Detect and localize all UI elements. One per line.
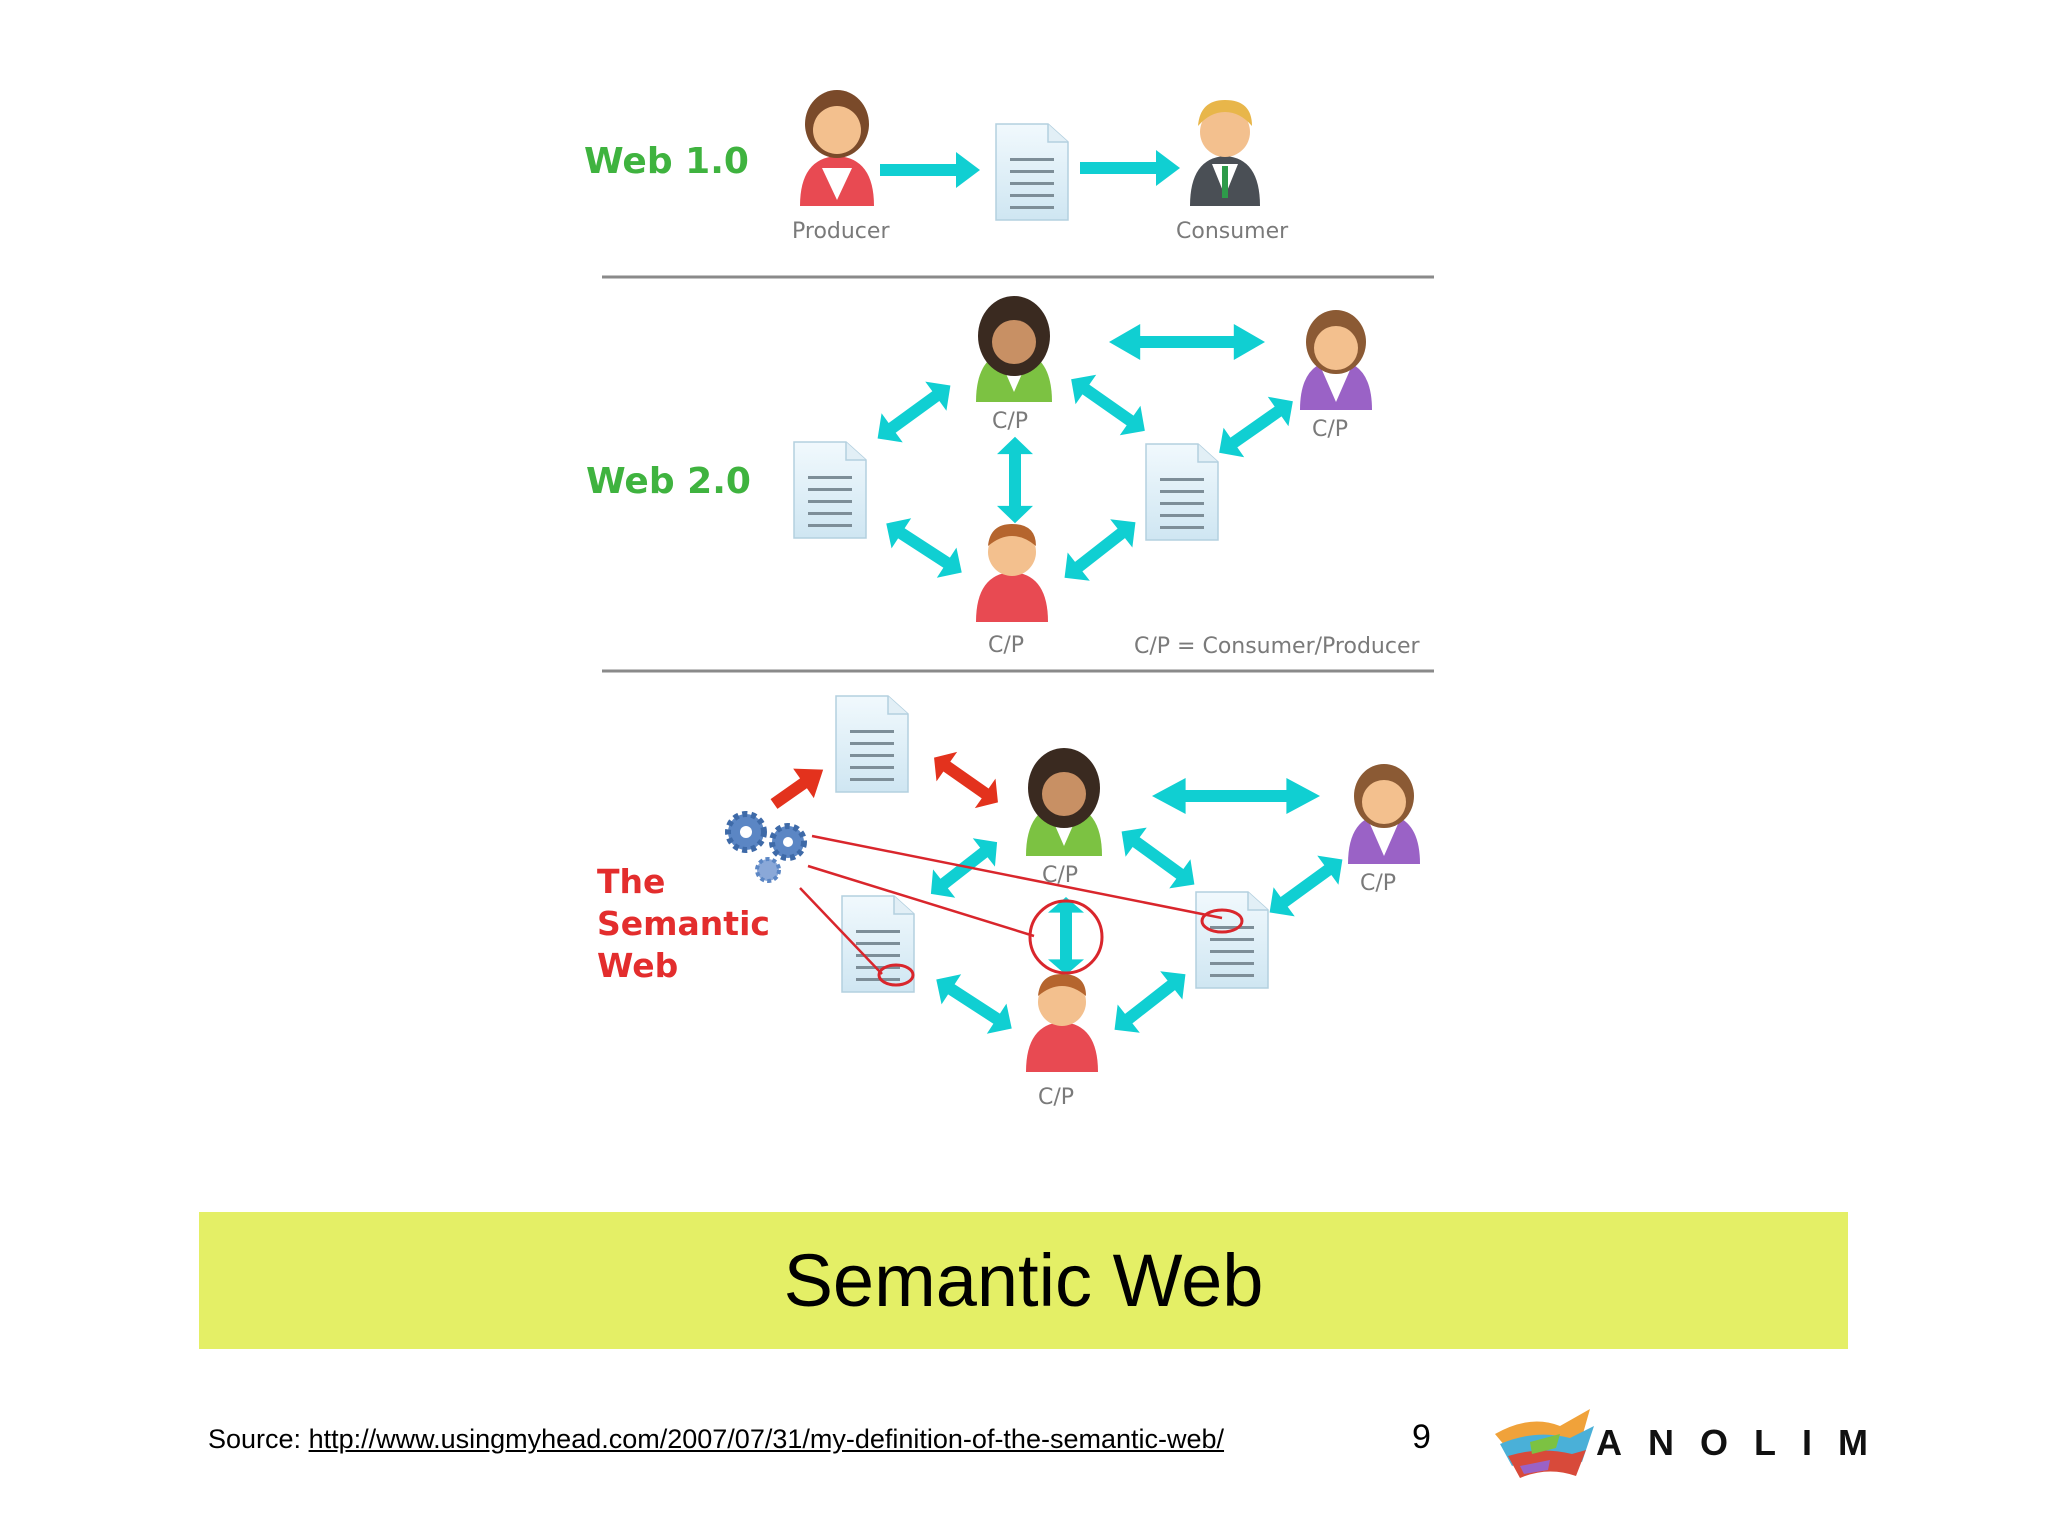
- two-way-arrow: [997, 436, 1033, 524]
- semantic-link-line: [807, 864, 1035, 938]
- source-link[interactable]: http://www.usingmyhead.com/2007/07/31/my…: [308, 1424, 1225, 1454]
- document-icon: [793, 441, 867, 539]
- highlight-circle: [877, 963, 915, 987]
- two-way-arrow: [1152, 778, 1320, 814]
- source-prefix: Source:: [208, 1424, 302, 1454]
- cp-person-purple-icon: [1300, 310, 1372, 410]
- flow-arrow: [880, 152, 980, 188]
- semantic-label-line3: Web: [597, 946, 678, 985]
- semantic-link-line: [811, 834, 1223, 920]
- two-way-arrow: [1060, 364, 1156, 446]
- semantic-label-line2: Semantic: [597, 904, 770, 943]
- cp-person-green-icon: [1026, 748, 1102, 856]
- flow-arrow: [1080, 150, 1180, 186]
- page-number: 9: [1412, 1418, 1431, 1456]
- web1-label: Web 1.0: [584, 141, 749, 182]
- consumer-person-icon: [1190, 100, 1260, 206]
- two-way-arrow: [1103, 960, 1197, 1044]
- gears-icon: [725, 811, 807, 883]
- two-way-arrow: [926, 964, 1022, 1044]
- logo-mark-icon: [1495, 1409, 1594, 1478]
- semantic-link-arrow: [923, 742, 1009, 818]
- two-way-arrow: [1111, 816, 1205, 900]
- two-way-arrow: [867, 370, 961, 454]
- semantic-link-arrow: [770, 768, 824, 809]
- cp-label: C/P: [1360, 871, 1396, 896]
- cp-person-purple-icon: [1348, 764, 1420, 864]
- two-way-arrow: [876, 508, 972, 588]
- two-way-arrow: [1053, 508, 1147, 592]
- two-way-arrow: [919, 827, 1009, 909]
- two-way-arrow: [1259, 844, 1353, 928]
- document-icon: [835, 695, 909, 793]
- document-icon: [1145, 443, 1219, 541]
- two-way-arrow: [1109, 324, 1265, 360]
- anolim-logo: ANOLIM: [1490, 1404, 1868, 1484]
- cp-label: C/P: [1038, 1085, 1074, 1110]
- document-icon: [995, 123, 1069, 221]
- cp-person-red-icon: [976, 524, 1048, 622]
- slide-title: Semantic Web: [783, 1239, 1264, 1322]
- two-way-arrow: [1208, 386, 1304, 468]
- semantic-link-line: [799, 887, 883, 975]
- highlight-circle: [1028, 899, 1104, 975]
- cp-person-red-icon: [1026, 974, 1098, 1072]
- cp-legend: C/P = Consumer/Producer: [1134, 634, 1420, 659]
- cp-person-green-icon: [976, 296, 1052, 402]
- source-citation: Source: http://www.usingmyhead.com/2007/…: [208, 1424, 1224, 1455]
- consumer-label: Consumer: [1176, 219, 1289, 244]
- two-way-arrow: [1048, 897, 1084, 975]
- title-banner: Semantic Web: [199, 1212, 1848, 1349]
- highlight-circle: [1200, 908, 1244, 934]
- web2-label: Web 2.0: [586, 461, 751, 502]
- cp-label: C/P: [988, 633, 1024, 658]
- cp-label: C/P: [992, 409, 1028, 434]
- logo-wordmark: ANOLIM: [1596, 1422, 1894, 1463]
- producer-person-icon: [800, 90, 874, 206]
- cp-label: C/P: [1312, 417, 1348, 442]
- producer-label: Producer: [792, 219, 890, 244]
- semantic-label-line1: The: [597, 862, 665, 901]
- document-icon: [1195, 891, 1269, 989]
